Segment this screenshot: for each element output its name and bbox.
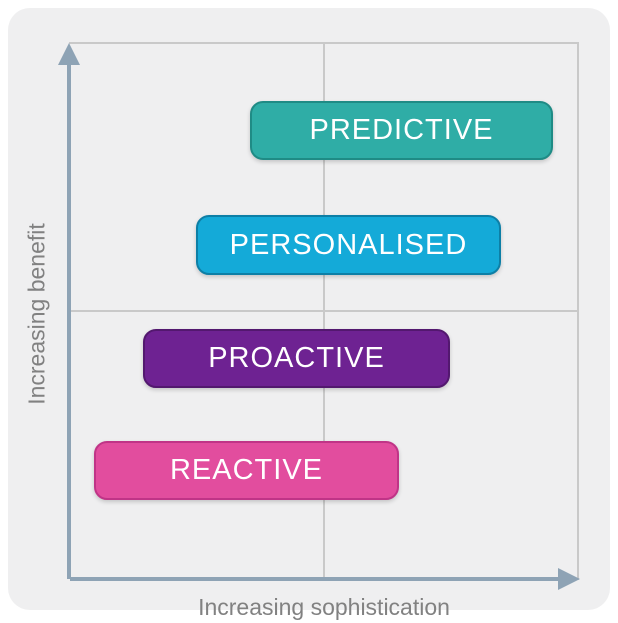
y-axis-label: Increasing benefit: [23, 223, 50, 405]
stage-label: PROACTIVE: [208, 342, 385, 374]
stage-label: REACTIVE: [169, 454, 324, 486]
x-axis-label: Increasing sophistication: [198, 594, 450, 620]
y-axis-line: [67, 63, 71, 579]
stage-box-proactive: PROACTIVE: [143, 329, 450, 388]
stage-box-personalised: PERSONALISED: [196, 215, 501, 275]
diagram-card: PREDICTIVE PERSONALISED PROACTIVE REACTI…: [8, 8, 610, 620]
up-arrow-icon: [58, 43, 80, 65]
stage-box-predictive: PREDICTIVE: [250, 101, 553, 160]
plot-area: [69, 42, 579, 580]
stage-label: PERSONALISED: [229, 228, 468, 261]
right-arrow-icon: [558, 568, 580, 590]
stage-label: PREDICTIVE: [309, 114, 494, 146]
x-axis-line: [70, 577, 560, 581]
stage-box-reactive: REACTIVE: [94, 441, 399, 500]
horizontal-midline: [71, 310, 578, 312]
